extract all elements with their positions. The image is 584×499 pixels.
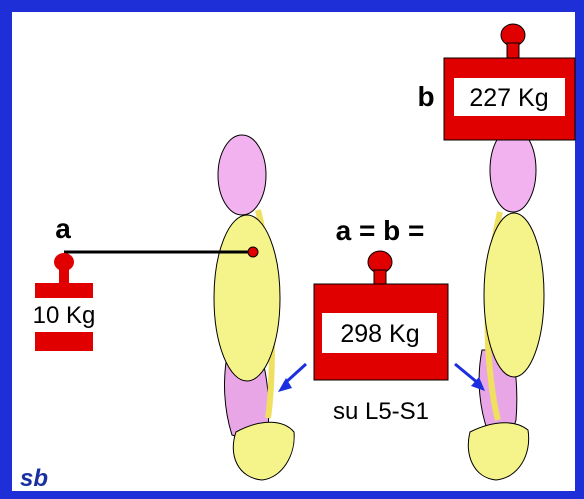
arrow-right-head xyxy=(471,377,485,391)
figure-right-torso xyxy=(483,212,545,378)
weight-b: 227 Kg xyxy=(443,23,576,141)
figure-left xyxy=(213,134,295,481)
weight-a: 10 Kg xyxy=(27,253,101,351)
arrow-left-head xyxy=(278,378,292,392)
weight-a-label-box xyxy=(27,298,101,332)
figure-left-head xyxy=(217,134,267,216)
signature-sb: sb xyxy=(20,465,48,492)
weight-total: 298 Kg xyxy=(313,250,449,381)
figure-left-pelvis xyxy=(232,421,295,481)
equation-label: a = b = xyxy=(336,215,425,246)
figure-right-head xyxy=(489,127,537,213)
arrow-left xyxy=(278,362,308,392)
figure-right-pelvis xyxy=(467,422,530,481)
weight-total-label-box xyxy=(322,313,437,353)
lever-arm-pivot xyxy=(247,246,259,258)
figure-right xyxy=(467,127,545,481)
weight-total-label: 298 Kg xyxy=(340,320,419,348)
weight-b-label-box xyxy=(454,78,565,116)
arrow-right xyxy=(454,362,485,391)
weight-a-label: 10 Kg xyxy=(33,302,96,329)
weight-b-label: 227 Kg xyxy=(469,84,548,112)
label-a: a xyxy=(55,213,71,244)
label-b: b xyxy=(417,81,434,112)
weight-a-knob xyxy=(54,253,74,271)
location-label: su L5-S1 xyxy=(333,398,429,425)
weight-a-neck xyxy=(59,265,69,285)
figure-left-torso xyxy=(213,214,281,382)
